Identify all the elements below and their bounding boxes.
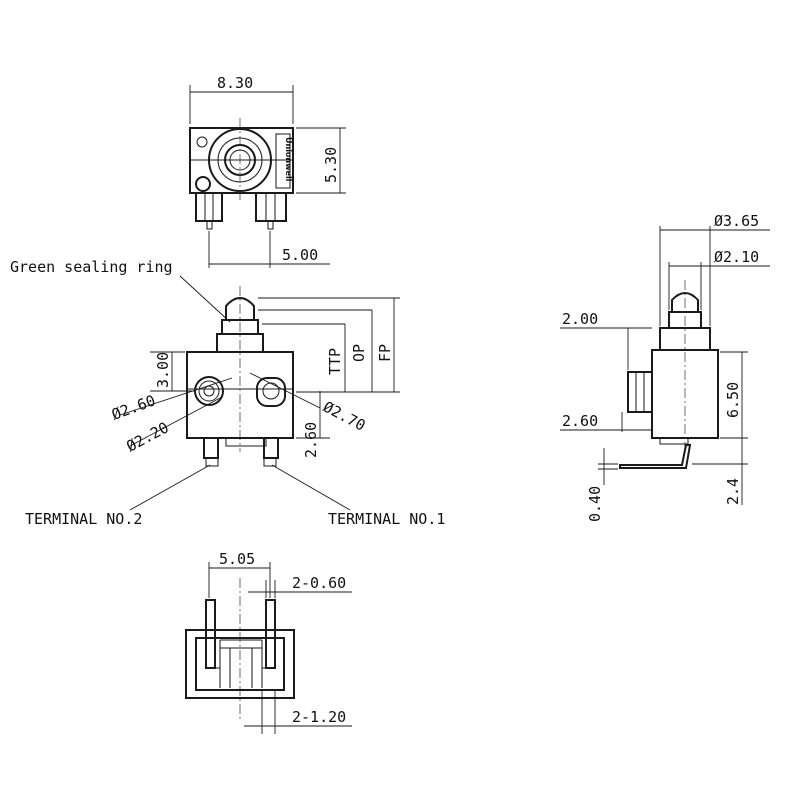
dim-plunger-dia: Ø2.10 (714, 248, 759, 266)
label-op: OP (350, 344, 368, 362)
dim-hole-small-inner: Ø2.20 (123, 418, 171, 455)
top-hole-upper (196, 136, 208, 148)
bottom-view: 5.05 2-0.60 2-1.20 (185, 550, 352, 734)
top-pin-left (195, 192, 223, 222)
front-plunger-tip (225, 297, 255, 321)
dim-terminal-length: 2.4 (724, 478, 742, 505)
bottom-outer-frame (185, 629, 295, 699)
dim-terminal-thickness-bottom: 2-0.60 (292, 574, 346, 592)
top-hole-lower (195, 176, 211, 192)
bottom-terminal-left (205, 599, 216, 669)
front-terminal-2 (203, 437, 219, 459)
side-plunger-tip (671, 292, 699, 313)
brand-label: Unionwell (284, 137, 293, 182)
front-hole-large (256, 377, 286, 407)
dim-boss-offset: 2.60 (562, 412, 598, 430)
label-terminal-1: TERMINAL NO.1 (328, 510, 445, 528)
dim-hole-top: 3.00 (154, 352, 172, 388)
callout-sealing-ring: Green sealing ring (10, 258, 173, 276)
dim-top-height: 5.30 (322, 147, 340, 183)
dim-hole-small-outer: Ø2.60 (109, 391, 158, 423)
label-fp: FP (376, 344, 394, 362)
side-terminal (619, 444, 692, 469)
label-terminal-2: TERMINAL NO.2 (25, 510, 142, 528)
side-boss (627, 371, 653, 413)
dim-terminal-pitch: 5.05 (219, 550, 255, 568)
dim-terminal-thickness: 0.40 (586, 486, 604, 522)
label-ttp: TTP (326, 348, 344, 375)
dim-hole-large: Ø2.70 (320, 398, 368, 435)
bottom-terminal-right (265, 599, 276, 669)
brand-plate (275, 133, 291, 189)
front-view: Green sealing ring TTP OP FP 3.00 2.60 Ø… (10, 258, 445, 528)
top-view: Unionwell 8.30 5.30 5.00 (189, 74, 346, 268)
dim-terminal-width-bottom: 2-1.20 (292, 708, 346, 726)
dim-pin-pitch: 5.00 (282, 246, 318, 264)
top-pin-right (255, 192, 287, 222)
side-view: Ø3.65 Ø2.10 2.00 2.60 6.50 2.4 0.40 (560, 212, 770, 522)
dim-top-width: 8.30 (217, 74, 253, 92)
dim-body-height: 6.50 (724, 382, 742, 418)
dim-plunger-base-dia: Ø3.65 (714, 212, 759, 230)
dim-hole-bottom: 2.60 (302, 422, 320, 458)
dim-boss-width: 2.00 (562, 310, 598, 328)
